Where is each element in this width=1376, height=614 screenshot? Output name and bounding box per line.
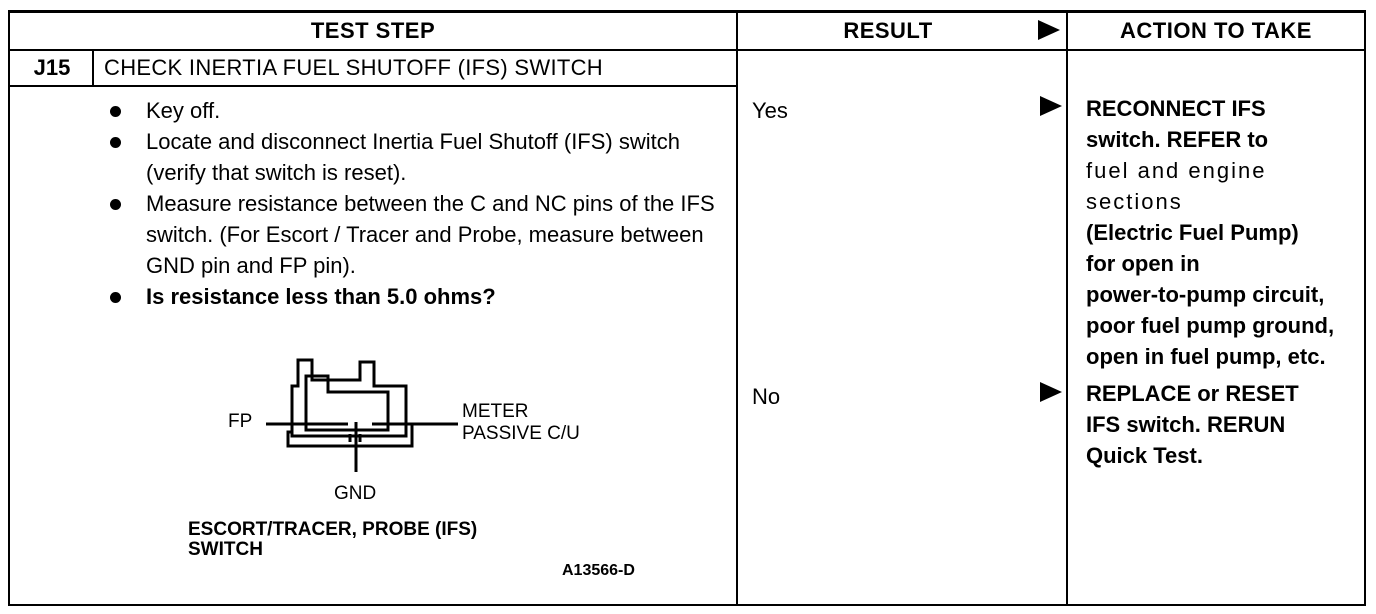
figure-id: A13566-D [562,562,635,579]
bullet-question: Is resistance less than 5.0 ohms? [104,281,724,312]
header-action: ACTION TO TAKE [1068,12,1364,50]
header-action-label: ACTION TO TAKE [1120,18,1312,43]
bullet-item: Locate and disconnect Inertia Fuel Shuto… [104,126,724,188]
diagram-label-gnd: GND [334,483,377,504]
ifs-switch-diagram [266,358,458,472]
bullet-dot-icon [110,106,121,117]
step-title: CHECK INERTIA FUEL SHUTOFF (IFS) SWITCH [104,55,603,80]
result-no: No [752,384,781,409]
result-yes-arrow-icon [1040,96,1062,116]
header-test-step-label: TEST STEP [310,18,436,43]
diagram-label-passive: PASSIVE C/U [462,423,580,444]
bullet-dot-icon [110,292,121,303]
header-result-label: RESULT [843,18,933,43]
diagram-label-meter: METER [462,401,529,422]
header-test-step: TEST STEP [10,12,736,50]
result-no-arrow-icon [1040,382,1062,402]
result-yes: Yes [752,98,788,123]
bullet-dot-icon [110,199,121,210]
column-divider-2 [1066,10,1068,606]
bullet-item: Key off. [104,95,724,126]
column-divider-1 [736,10,738,606]
step-id: J15 [33,55,71,80]
header-arrow-icon [1038,20,1060,40]
table-border-bottom [8,604,1366,606]
test-step-bullets: Key off. Locate and disconnect Inertia F… [104,95,724,312]
header-divider [8,49,1366,51]
action-no: REPLACE or RESET IFS switch. RERUN Quick… [1086,381,1299,468]
step-row-divider [8,85,738,87]
header-result: RESULT [738,12,1038,50]
table-border-left [8,10,10,606]
step-id-divider [92,50,94,86]
table-border-right [1364,10,1366,606]
bullet-dot-icon [110,137,121,148]
diagram-caption: ESCORT/TRACER, PROBE (IFS) SWITCH [188,519,478,560]
action-yes: RECONNECT IFS switch. REFER to fuel and … [1086,96,1335,369]
diagram-label-fp: FP [228,411,253,432]
bullet-item: Measure resistance between the C and NC … [104,188,724,281]
table-border-top [8,10,1366,13]
